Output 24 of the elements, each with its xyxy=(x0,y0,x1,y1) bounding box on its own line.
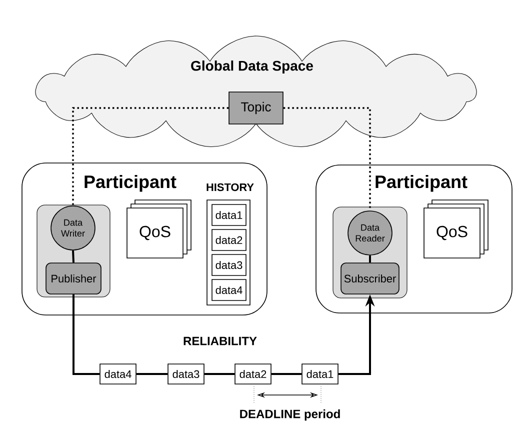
label: RELIABILITY xyxy=(184,336,257,346)
connector xyxy=(72,294,100,375)
node-label: HISTORY xyxy=(206,183,254,192)
data-box: data3 xyxy=(168,364,204,384)
connector xyxy=(136,373,168,375)
data-box: data1 xyxy=(212,204,246,226)
data-box: data4 xyxy=(100,364,136,384)
data-box: data4 xyxy=(212,279,246,301)
qos-stack: QoS xyxy=(424,200,488,258)
label: DEADLINE period xyxy=(240,409,340,421)
data-box: data3 xyxy=(212,254,246,276)
subscriber-box: Subscriber xyxy=(340,262,400,294)
data-box: data1 xyxy=(302,364,338,384)
data-box: data2 xyxy=(234,364,272,384)
topic-box: Topic xyxy=(228,92,284,124)
connector xyxy=(72,250,74,263)
connector xyxy=(271,373,302,375)
connector xyxy=(369,255,371,263)
data-box: data2 xyxy=(212,229,246,251)
connector xyxy=(283,107,371,211)
qos-stack: QoS xyxy=(126,200,192,258)
connector xyxy=(204,373,235,375)
publisher-box: Publisher xyxy=(46,262,102,294)
connector xyxy=(72,107,229,206)
